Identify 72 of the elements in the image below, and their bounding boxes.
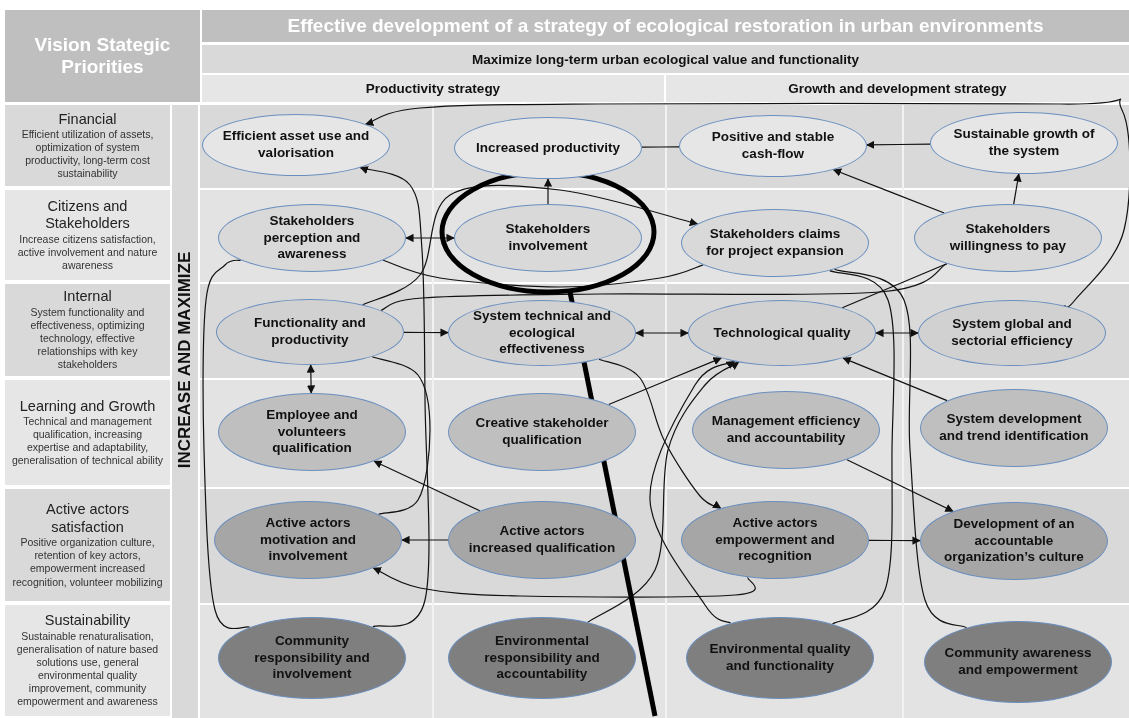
row-description: System functionality and effectiveness, optimizing technology, effective relationships with key stakeholders	[29, 305, 146, 372]
connector-line	[641, 146, 680, 148]
row-description: Positive organization culture, retention of key actors, empowerment increased recognition, volunteer mobilizing	[11, 536, 164, 589]
row-title: Sustainability	[44, 612, 131, 630]
node-label: System technical and ecological effectiveness	[471, 307, 613, 359]
node-label: Environmental responsibility and accountability	[483, 632, 601, 684]
connector-line	[833, 268, 968, 629]
node-label: Active actors motivation and involvement	[259, 514, 357, 566]
node-label: Development of an accountable organization’s culture	[943, 515, 1085, 567]
row-description: Sustainable renaturalisation, generalisation of nature based solutions use, general environmental quality improvement, community empowerment and awareness	[15, 629, 160, 709]
connector-line	[382, 259, 704, 288]
arrow	[866, 140, 931, 149]
node-label: Community responsibility and involvement	[253, 632, 371, 684]
node-label: Stakeholders willingness to pay	[948, 221, 1068, 255]
arrow	[401, 535, 449, 545]
arrow	[1013, 173, 1022, 205]
arrow	[587, 361, 740, 623]
node-label: Management efficiency and accountability	[711, 413, 861, 447]
connector-line	[829, 270, 895, 625]
arrow	[373, 460, 481, 512]
column-header: Growth and development strategy	[666, 75, 1129, 102]
node-label: System development and trend identification	[939, 411, 1089, 445]
node-label: Technological quality	[713, 324, 851, 342]
arrow	[403, 328, 449, 337]
arrow	[543, 178, 553, 205]
row-description: Efficient utilization of assets, optimization of system productivity, long-term cost sustainability	[20, 127, 155, 181]
arrow	[875, 328, 919, 338]
arrow	[635, 328, 689, 338]
row-description: Increase citizens satisfaction, active involvement and nature awareness	[16, 232, 159, 273]
arrow	[832, 168, 945, 214]
node-label: Creative stakeholder qualification	[474, 415, 610, 449]
row-title: Internal	[63, 288, 112, 306]
row-title: Financial	[58, 110, 117, 128]
node-label: Functionality and productivity	[253, 315, 367, 349]
row-title: Active actors satisfaction	[45, 501, 130, 537]
connector-line	[202, 259, 251, 630]
arrow	[649, 360, 736, 624]
node-label: Active actors empowerment and recognition	[714, 514, 836, 566]
node-label: Stakeholders perception and awareness	[262, 212, 362, 264]
connector-line	[380, 263, 948, 311]
arrow	[364, 98, 1129, 308]
node-label: Active actors increased qualification	[467, 523, 617, 557]
arrow	[868, 536, 921, 545]
arrow	[405, 233, 455, 243]
title: Effective development of a strategy of ecological restoration in urban environments	[202, 10, 1129, 42]
connector-line	[841, 263, 948, 309]
vertical-label: INCREASE AND MAXIMIZE	[175, 251, 195, 469]
connector-line	[371, 356, 431, 515]
node-label: Environmental quality and functionality	[708, 641, 852, 675]
row-description: Technical and management qualification, increasing expertise and adaptability, generalisation of technical ability	[11, 414, 164, 468]
arrow	[306, 364, 316, 394]
arrow	[842, 357, 948, 402]
node-label: Positive and stable cash-flow	[710, 129, 836, 163]
arrow	[598, 358, 722, 509]
column-header: Productivity strategy	[202, 75, 664, 102]
arrow	[372, 567, 756, 598]
arrow	[608, 357, 722, 406]
node-label: Employee and volunteers qualification	[265, 406, 359, 458]
header-cell: Vision Stategic Priorities	[5, 10, 200, 102]
arrow	[846, 459, 954, 512]
row-title: Citizens and Stakeholders	[44, 197, 131, 233]
node-label: Efficient asset use and valorisation	[221, 128, 371, 162]
node-label: System global and sectorial efficiency	[950, 316, 1074, 350]
row-title: Learning and Growth	[19, 397, 156, 415]
node-label: Increased productivity	[475, 139, 620, 157]
arrow	[362, 184, 699, 306]
node-label: Community awareness and empowerment	[943, 645, 1093, 679]
header-cell: Maximize long-term urban ecological value and functionality	[202, 45, 1129, 73]
node-label: Stakeholders claims for project expansion	[705, 226, 845, 260]
arrow	[359, 165, 430, 628]
node-label: Stakeholders involvement	[504, 221, 592, 255]
node-label: Sustainable growth of the system	[952, 126, 1096, 160]
